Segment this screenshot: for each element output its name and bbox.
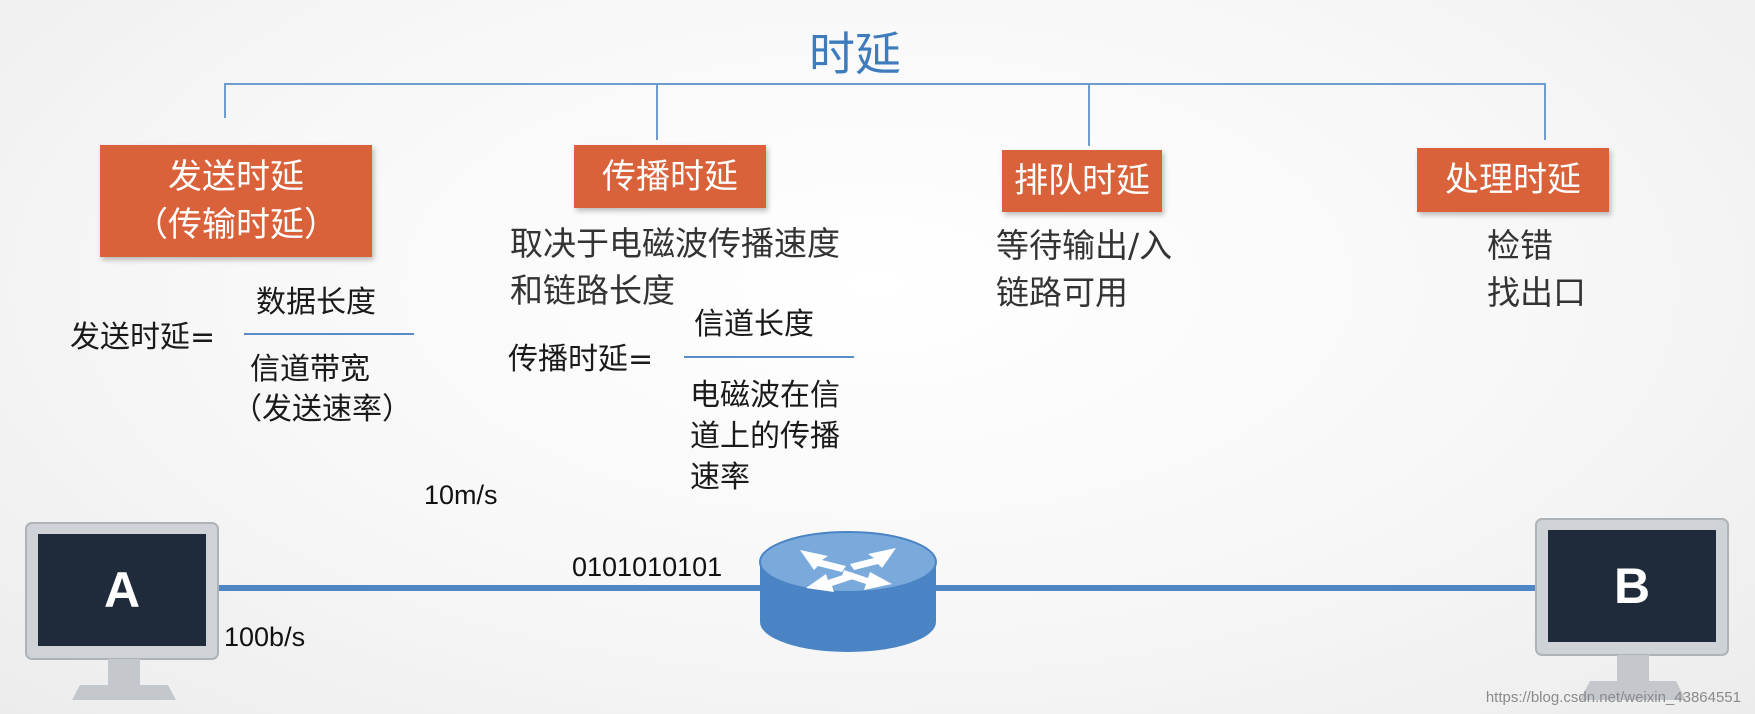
host-b-monitor <box>1535 518 1729 700</box>
host-a-label: A <box>103 562 141 618</box>
processing-description-line1: 检错 <box>1487 226 1553 265</box>
tree-connectors <box>224 83 1546 146</box>
send-formula-denominator-line2: （发送速率） <box>232 392 412 427</box>
diagram-title: 时延 <box>809 27 901 81</box>
send-formula-denominator: 信道带宽 （发送速率） <box>232 350 412 430</box>
speed-label: 10m/s <box>424 480 498 510</box>
rate-label: 100b/s <box>224 622 306 652</box>
send-formula-lhs: 发送时延= <box>70 320 216 355</box>
prop-formula-numerator: 信道长度 <box>694 307 814 342</box>
prop-formula-denominator-line2: 道上的传播 <box>690 419 840 454</box>
box-transmission-delay: 发送时延 （传输时延） <box>100 145 372 257</box>
box-processing-delay-label: 处理时延 <box>1445 160 1581 200</box>
box-queuing-delay-label: 排队时延 <box>1014 161 1150 201</box>
queuing-description: 等待输出/入 链路可用 <box>996 222 1172 316</box>
box-propagation-delay-label: 传播时延 <box>602 156 738 197</box>
propagation-description: 取决于电磁波传播速度 和链路长度 <box>510 220 840 314</box>
box-processing-delay: 处理时延 <box>1417 148 1609 212</box>
box-propagation-delay: 传播时延 <box>574 145 766 208</box>
box-transmission-delay-line1: 发送时延 <box>168 157 304 197</box>
host-b-label: B <box>1613 558 1651 614</box>
prop-formula-fraction-line <box>684 356 854 358</box>
prop-formula-denominator-line1: 电磁波在信 <box>690 378 840 413</box>
queuing-description-line2: 链路可用 <box>996 273 1128 312</box>
prop-formula-denominator-line3: 速率 <box>690 460 750 495</box>
prop-formula-lhs: 传播时延= <box>508 342 654 377</box>
send-formula-fraction-line <box>244 333 414 335</box>
send-formula-denominator-line1: 信道带宽 <box>250 352 370 387</box>
processing-description-line2: 找出口 <box>1487 273 1586 312</box>
propagation-description-line2: 和链路长度 <box>510 271 675 310</box>
propagation-description-line1: 取决于电磁波传播速度 <box>510 224 840 263</box>
send-formula-numerator: 数据长度 <box>256 285 376 320</box>
host-a-monitor <box>25 522 219 700</box>
queuing-description-line1: 等待输出/入 <box>996 226 1173 265</box>
box-transmission-delay-line2: （传输时延） <box>134 205 338 245</box>
prop-formula-denominator: 电磁波在信 道上的传播 速率 <box>690 375 840 498</box>
box-queuing-delay: 排队时延 <box>1002 150 1162 212</box>
router-icon <box>759 531 937 652</box>
bits-label: 0101010101 <box>572 552 723 582</box>
watermark-text: https://blog.csdn.net/weixin_43864551 <box>1485 689 1741 706</box>
processing-description: 检错 找出口 <box>1487 222 1586 316</box>
